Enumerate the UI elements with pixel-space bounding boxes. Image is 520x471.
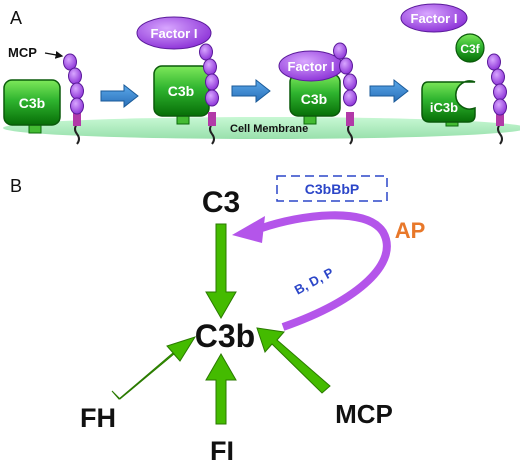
- mcp-domain: [493, 98, 507, 116]
- mcp-stem: [208, 112, 216, 126]
- stage-2: C3b Factor I: [136, 16, 219, 145]
- mcp-domain: [68, 67, 82, 85]
- factor-i-label: Factor I: [151, 26, 198, 41]
- mcp-domain: [491, 68, 505, 86]
- mcp-tail: [209, 123, 215, 145]
- c3b-node: C3b: [195, 318, 255, 354]
- mcp-domain: [70, 97, 84, 115]
- ap-loop-arrowhead: [232, 216, 265, 243]
- mcp-tail: [74, 123, 80, 145]
- stage-4: iC3b Factor I C3f: [400, 3, 507, 145]
- c3f-label: C3f: [460, 42, 480, 56]
- mcp-pointer-arrow: [44, 51, 64, 59]
- stage-1: C3b: [3, 53, 84, 145]
- cell-membrane-label: Cell Membrane: [230, 123, 308, 135]
- ap-loop-path: [260, 211, 391, 331]
- cofactors-label: B, D, P: [292, 264, 336, 297]
- cell-membrane: [3, 117, 520, 139]
- mcp-domain: [339, 57, 353, 75]
- panel-b-letter: B: [10, 176, 22, 196]
- mcp-domain: [205, 89, 219, 107]
- mcp-stem: [496, 112, 504, 126]
- mcp-domain: [343, 89, 357, 107]
- fh-node: FH: [80, 403, 116, 433]
- mcp-domain: [63, 53, 77, 71]
- fi-node: FI: [210, 436, 234, 466]
- mcp-domain: [70, 82, 84, 100]
- fi-arrow: [205, 352, 237, 425]
- ic3b-box-label: iC3b: [430, 100, 458, 115]
- factor-i: [400, 3, 468, 33]
- arrow-right-icon: [100, 83, 139, 109]
- mcp-tail: [497, 123, 503, 145]
- mcp-chain: [63, 53, 84, 145]
- factor-i-label: Factor I: [288, 59, 335, 74]
- mcp-chain: [199, 43, 219, 145]
- mcp-domain: [333, 42, 347, 60]
- mcp-arrow: [256, 327, 331, 394]
- ap-label: AP: [395, 218, 426, 243]
- mcp-tail: [347, 123, 353, 145]
- mcp-node: MCP: [335, 399, 393, 429]
- arrow-right-icon: [231, 78, 271, 104]
- c3b-box-label: C3b: [19, 95, 45, 111]
- c3-node: C3: [202, 186, 240, 219]
- mcp-domain: [203, 58, 217, 76]
- c3b-box-label: C3b: [168, 83, 194, 99]
- c3-to-c3b-arrow: [205, 223, 237, 320]
- c3f-fragment: [455, 33, 485, 63]
- c3b-box: [3, 79, 61, 126]
- mcp-domain: [343, 73, 357, 91]
- mcp-stem: [73, 112, 81, 126]
- mcp-chain: [487, 53, 507, 145]
- factor-i-label: Factor I: [411, 11, 458, 26]
- c3bbbp-label: C3bBbP: [305, 181, 359, 197]
- mcp-label-a: MCP: [8, 45, 37, 60]
- panel-a-letter: A: [10, 8, 22, 28]
- mcp-chain: [333, 42, 357, 145]
- mcp-domain: [205, 73, 219, 91]
- ic3b-box: [421, 80, 476, 123]
- c3b-box-label: C3b: [301, 91, 327, 107]
- mcp-domain: [487, 53, 501, 71]
- ap-loop-arrow: [232, 211, 391, 331]
- c3bbbp-box: [276, 175, 388, 202]
- mcp-domain: [199, 43, 213, 61]
- fh-arrow: [111, 336, 197, 400]
- mcp-stem: [346, 112, 354, 126]
- factor-i: [136, 16, 212, 50]
- arrow-right-icon: [369, 78, 409, 104]
- stage-3: C3b Factor I: [278, 42, 357, 145]
- mcp-domain: [493, 83, 507, 101]
